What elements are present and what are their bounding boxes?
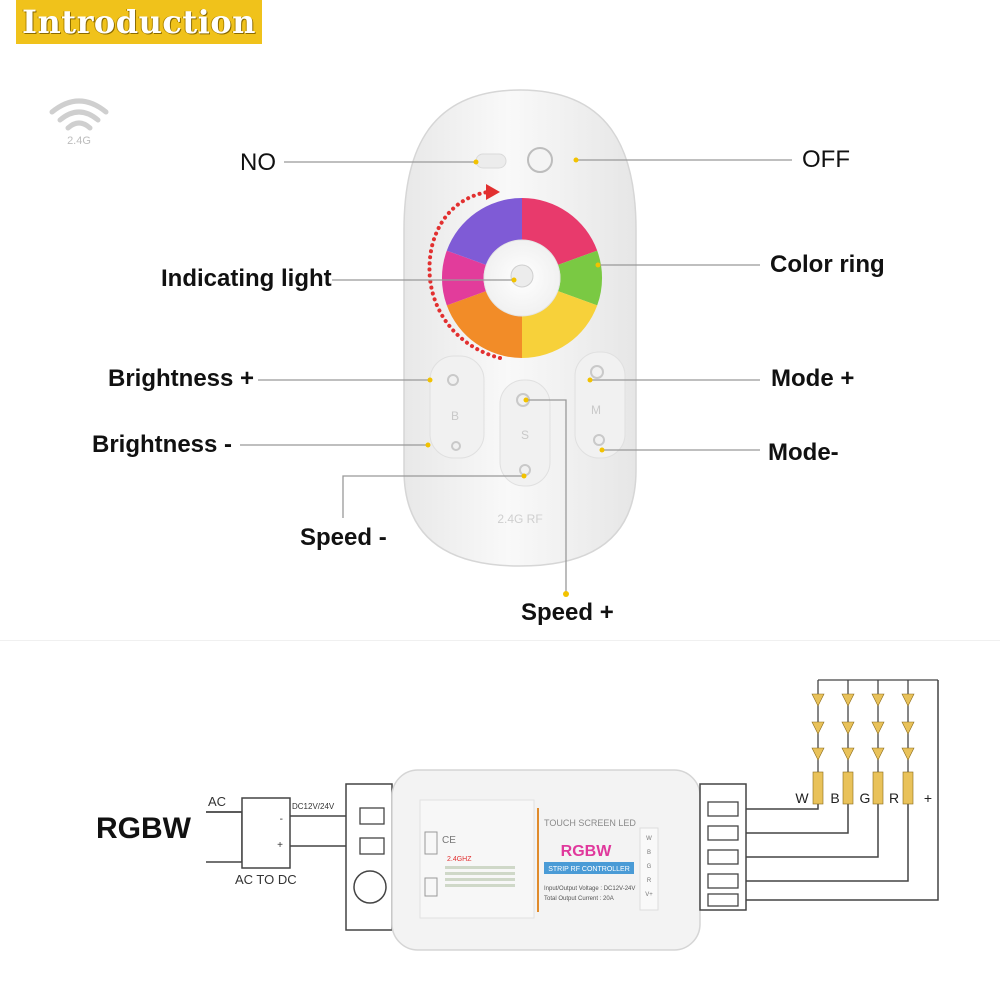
label-mode-minus: Mode- — [768, 439, 839, 466]
mode-letter: M — [591, 403, 601, 417]
speed-letter: S — [521, 428, 529, 442]
terminal-g: G — [647, 864, 652, 870]
channel-w: W — [795, 790, 809, 806]
rf-text: 2.4G RF — [497, 512, 542, 526]
ac-wires — [206, 811, 243, 863]
label-speed-minus: Speed - — [300, 524, 387, 551]
channel-plus: + — [924, 790, 932, 806]
terminal-w: W — [646, 836, 652, 842]
label-indicating-light: Indicating light — [161, 265, 332, 292]
color-ring[interactable] — [441, 197, 603, 358]
remote-illustration: B S M 2.4G RF — [240, 89, 792, 597]
label-no: NO — [240, 149, 276, 176]
terminal-r: R — [647, 878, 652, 884]
svg-text:-: - — [280, 814, 283, 825]
dc-jack-icon — [353, 870, 387, 904]
brightness-letter: B — [451, 409, 459, 423]
power-off-button[interactable] — [527, 147, 553, 173]
led-diode-icon — [811, 693, 915, 761]
speed-button-group[interactable] — [499, 379, 551, 487]
section-divider — [0, 640, 1000, 641]
signal-badge-text: 2.4G — [67, 135, 91, 147]
touch-direction-arrow — [427, 190, 502, 360]
leader-dots — [425, 157, 605, 597]
wiring-diagram: AC - + AC TO DC DC12V/24V CE 2.4GHZ TOUC… — [206, 679, 939, 951]
label-mode-plus: Mode + — [771, 365, 855, 392]
dc-label: DC12V/24V — [292, 802, 335, 811]
terminal-b: B — [647, 850, 651, 856]
controller-model: RGBW — [561, 843, 613, 860]
channel-g: G — [860, 790, 871, 806]
sun-dim-icon — [451, 441, 461, 451]
controller-spec-current: Total Output Current : 20A — [544, 896, 614, 902]
label-brightness-plus: Brightness + — [108, 365, 255, 392]
label-off: OFF — [802, 146, 850, 173]
input-terminal-block — [345, 783, 393, 931]
ac-label: AC — [208, 794, 226, 809]
svg-text:CE: CE — [442, 835, 456, 846]
label-brightness-minus: Brightness - — [92, 431, 233, 458]
channel-r: R — [889, 790, 899, 806]
controller-freq: 2.4GHZ — [447, 856, 472, 863]
dc-wires — [290, 815, 346, 847]
mode-up-icon — [590, 365, 604, 379]
terminal-vplus: V+ — [645, 892, 653, 898]
mode-down-icon — [593, 434, 605, 446]
wifi-signal-icon: 2.4G — [49, 98, 109, 147]
led-strip — [811, 679, 938, 805]
brightness-button-group[interactable] — [429, 355, 485, 459]
adapter-label: AC TO DC — [235, 872, 297, 887]
controller-subtitle: STRIP RF CONTROLLER — [548, 866, 630, 873]
svg-text:+: + — [277, 840, 283, 851]
ac-dc-adapter — [241, 797, 291, 869]
sun-bright-icon — [447, 374, 459, 386]
label-speed-plus: Speed + — [521, 599, 614, 626]
label-color-ring: Color ring — [770, 251, 885, 278]
arrow-head-icon — [486, 184, 500, 200]
controller-spec-voltage: Input/Output Voltage : DC12V-24V — [544, 886, 635, 892]
power-on-button[interactable] — [475, 153, 507, 169]
mode-button-group[interactable] — [574, 351, 626, 459]
system-label: RGBW — [96, 812, 191, 845]
banner-title: Introduction — [16, 0, 262, 44]
channel-b: B — [830, 790, 839, 806]
controller-header: TOUCH SCREEN LED — [544, 818, 636, 828]
leader-lines — [240, 159, 792, 594]
